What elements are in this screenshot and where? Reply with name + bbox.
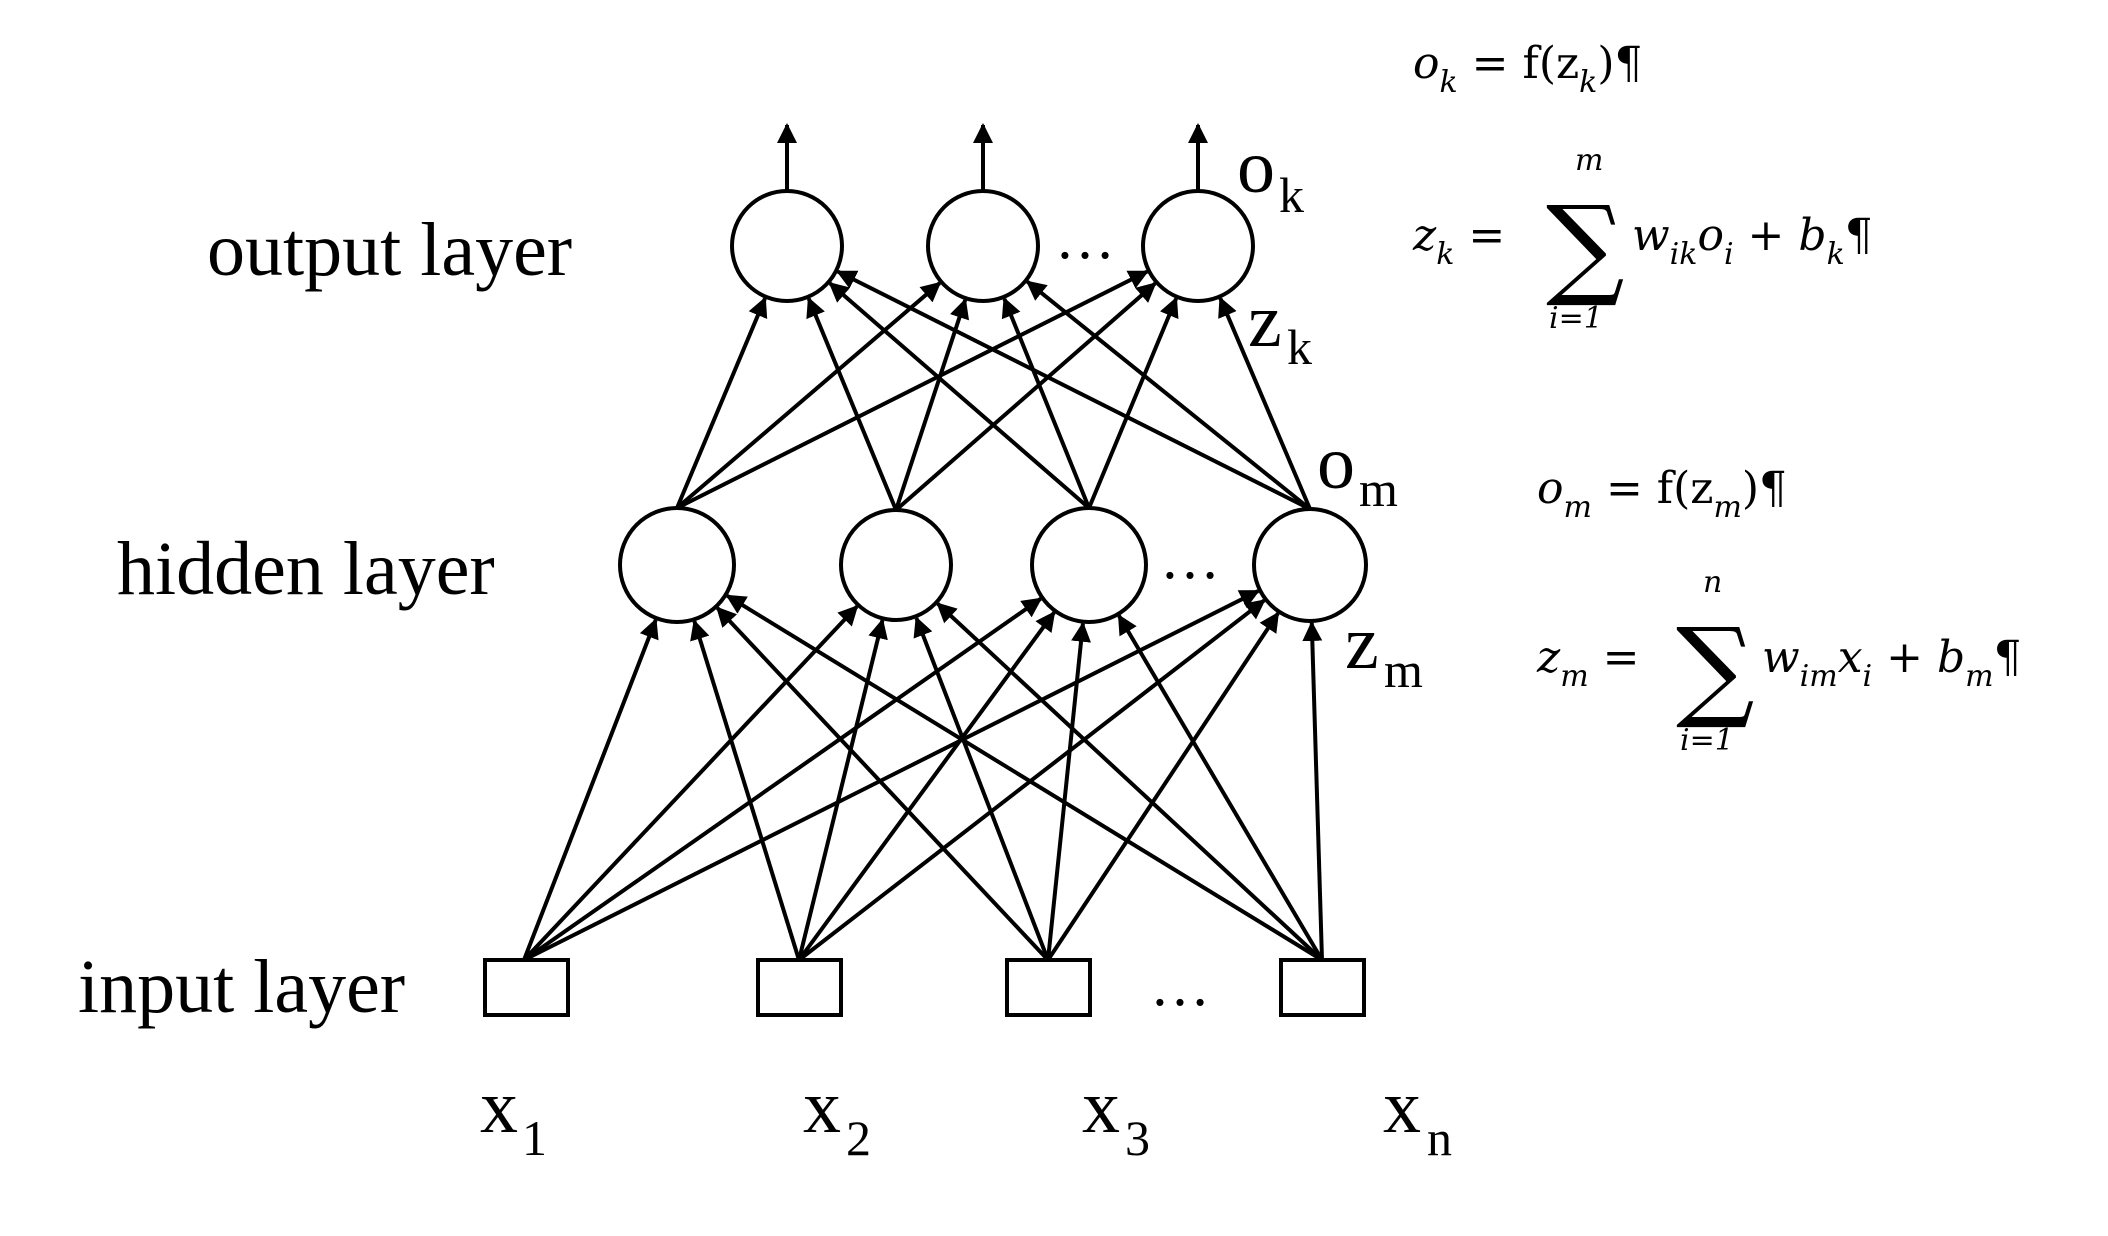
input-node-2 [756, 958, 843, 1017]
hidden-node-3 [1030, 506, 1148, 624]
output-node-3 [1141, 189, 1255, 303]
svg-text:x: x [480, 1065, 518, 1149]
edge-hidden1-output2 [675, 281, 942, 510]
edge-hidden1-output3 [676, 269, 1149, 510]
equation-zm: zm = ∑ n i=1 wimxi + bm¶ [1536, 565, 2022, 758]
edge-input4-hidden3 [1117, 614, 1324, 962]
input-node-4 [1279, 958, 1366, 1017]
edge-hidden2-output2 [894, 298, 970, 511]
input-node-1 [483, 958, 570, 1017]
svg-text:z: z [1248, 279, 1282, 363]
svg-text:z: z [1345, 601, 1379, 685]
svg-text:ok = f(zk)¶: ok = f(zk)¶ [1413, 38, 1643, 100]
edge-hidden2-output1 [806, 296, 898, 511]
input-label-x1: x 1 [480, 1065, 547, 1166]
svg-text:m: m [1575, 143, 1603, 178]
svg-text:2: 2 [846, 1110, 871, 1166]
edge-input1-hidden4 [523, 589, 1260, 962]
output-node-2 [926, 189, 1040, 303]
svg-text:3: 3 [1125, 1110, 1150, 1166]
edge-input1-hidden3 [522, 597, 1043, 962]
edge-input3-hidden4 [1046, 611, 1280, 962]
equation-om: om = f(zm)¶ [1537, 463, 1787, 525]
input-hidden-connections [522, 589, 1324, 962]
hidden-node-4 [1252, 507, 1368, 623]
input-label-xn: x n [1383, 1065, 1452, 1166]
svg-text:i=1: i=1 [1549, 301, 1603, 336]
svg-text:x: x [1082, 1065, 1120, 1149]
input-label-x3: x 3 [1082, 1065, 1150, 1166]
input-layer-label: input layer [78, 945, 405, 1029]
equation-ok: ok = f(zk)¶ [1413, 38, 1643, 100]
hidden-ellipsis: … [1160, 525, 1226, 591]
output-layer-label: output layer [207, 208, 572, 292]
edge-hidden3-output1 [828, 281, 1091, 510]
annotation-zm: z m [1345, 601, 1423, 698]
svg-text:wikoi + bk¶: wikoi + bk¶ [1632, 210, 1873, 272]
svg-text:o: o [1317, 421, 1355, 505]
input-ellipsis: … [1150, 952, 1216, 1018]
edge-input1-hidden2 [522, 605, 859, 962]
annotation-ok: o k [1237, 125, 1304, 223]
edge-input3-hidden2 [913, 616, 1050, 961]
input-node-3 [1005, 958, 1092, 1017]
edge-hidden2-output3 [894, 282, 1157, 512]
hidden-node-2 [839, 508, 953, 622]
svg-text:k: k [1279, 167, 1304, 223]
svg-text:zk =: zk = [1412, 210, 1505, 272]
sum-symbol-zk: ∑ [1546, 182, 1625, 310]
edge-input2-hidden2 [797, 618, 888, 961]
svg-text:o: o [1237, 125, 1275, 209]
annotation-om: o m [1317, 421, 1398, 517]
edge-hidden3-output3 [1087, 296, 1179, 509]
svg-text:x: x [1383, 1065, 1421, 1149]
hidden-output-connections [675, 269, 1312, 512]
svg-text:i=1: i=1 [1680, 723, 1734, 758]
hidden-node-1 [618, 506, 736, 624]
edge-input4-hidden2 [936, 602, 1324, 962]
edge-hidden3-output2 [1001, 296, 1091, 509]
svg-text:zm =: zm = [1536, 632, 1640, 694]
equation-zk: zk = ∑ m i=1 wikoi + bk¶ [1412, 143, 1873, 336]
svg-text:n: n [1427, 1110, 1452, 1166]
svg-text:om = f(zm)¶: om = f(zm)¶ [1537, 463, 1787, 525]
svg-text:n: n [1703, 565, 1722, 600]
svg-text:m: m [1384, 642, 1423, 698]
edge-input4-hidden4 [1302, 620, 1324, 961]
hidden-layer-label: hidden layer [117, 527, 495, 611]
svg-text:1: 1 [522, 1110, 547, 1166]
edge-input1-hidden1 [522, 618, 659, 961]
edge-input3-hidden1 [715, 606, 1050, 962]
edge-input3-hidden3 [1046, 621, 1091, 961]
annotation-zk: z k [1248, 279, 1312, 375]
svg-text:wimxi + bm¶: wimxi + bm¶ [1762, 632, 2022, 694]
edge-input4-hidden1 [725, 594, 1324, 962]
sum-symbol-zm: ∑ [1676, 604, 1755, 732]
edge-hidden4-output3 [1218, 296, 1312, 510]
output-ellipsis: … [1055, 205, 1121, 271]
svg-text:k: k [1287, 319, 1312, 375]
output-node-1 [730, 189, 844, 303]
edge-hidden1-output1 [675, 296, 768, 509]
svg-text:m: m [1359, 461, 1398, 517]
edge-hidden4-output1 [836, 269, 1311, 511]
input-label-x2: x 2 [803, 1065, 871, 1166]
edge-hidden4-output2 [1025, 280, 1312, 511]
svg-text:x: x [803, 1065, 841, 1149]
edge-input2-hidden1 [690, 619, 801, 961]
